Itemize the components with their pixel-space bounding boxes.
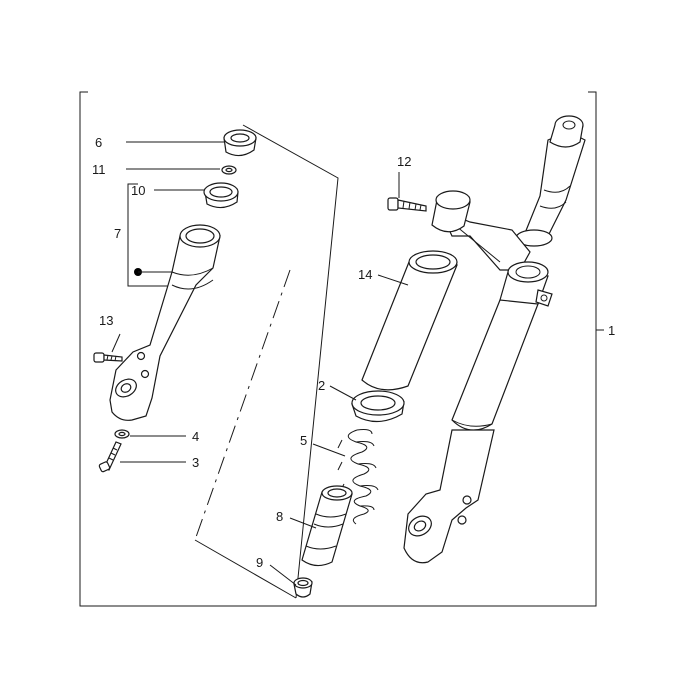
part-6-dust-seal — [223, 129, 257, 157]
callout-7: 7 — [114, 226, 121, 241]
part-5-spring — [337, 429, 379, 525]
callout-4: 4 — [192, 429, 199, 444]
callout-13: 13 — [99, 313, 113, 328]
part-8-damper-tube — [301, 485, 353, 567]
part-13-bolt — [93, 352, 123, 363]
callout-2: 2 — [318, 378, 325, 393]
callout-14: 14 — [358, 267, 372, 282]
leader-lines — [111, 141, 604, 586]
left-fork-slider — [109, 224, 221, 421]
part-9-collar — [293, 577, 313, 598]
part-10-oil-seal — [203, 182, 239, 209]
callout-numbers: 1 2 3 4 5 6 7 8 9 10 11 12 13 14 — [92, 135, 615, 570]
callout-3: 3 — [192, 455, 199, 470]
callout-11: 11 — [92, 162, 106, 177]
part-2-bushing — [351, 390, 405, 423]
assembly-direction-line — [194, 269, 291, 541]
callout-5: 5 — [300, 433, 307, 448]
callout-1: 1 — [608, 323, 615, 338]
assembly-bracket — [79, 91, 597, 607]
part-11-ring — [221, 165, 237, 175]
group-7-bracket — [127, 183, 178, 287]
callout-12: 12 — [397, 154, 411, 169]
part-3-bolt — [98, 441, 122, 473]
callout-8: 8 — [276, 509, 283, 524]
part-12-bolt — [387, 197, 427, 212]
part-14-fork-tube — [361, 250, 458, 391]
callout-10: 10 — [131, 183, 145, 198]
internal-parts-group-outline — [194, 124, 339, 599]
assembled-fork — [403, 115, 586, 564]
part-4-washer — [114, 429, 130, 439]
callout-6: 6 — [95, 135, 102, 150]
callout-9: 9 — [256, 555, 263, 570]
